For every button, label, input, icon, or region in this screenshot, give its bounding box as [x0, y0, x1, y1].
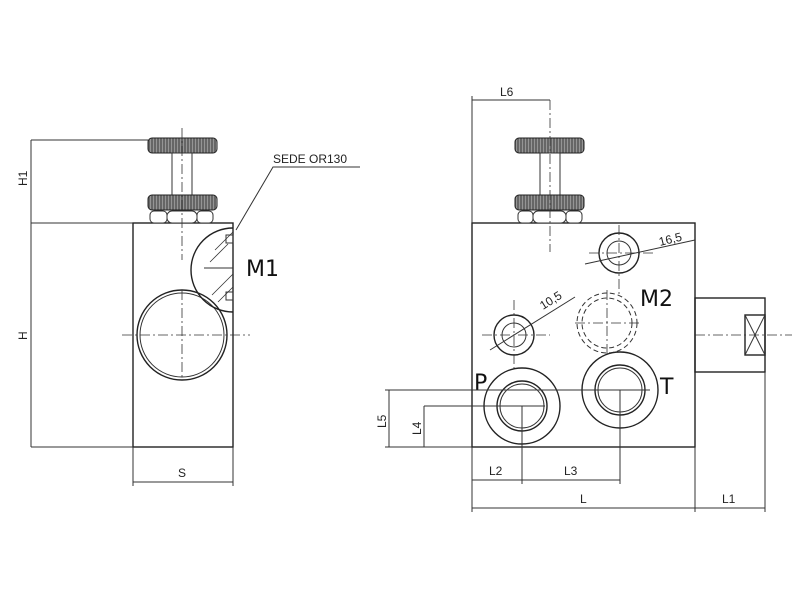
- dim-h: H: [16, 331, 30, 340]
- dim-l: L: [580, 492, 587, 506]
- dim-l6: L6: [500, 85, 514, 99]
- dim-l3: L3: [564, 464, 578, 478]
- dim-l5: L5: [375, 414, 389, 428]
- dim-l4: L4: [410, 421, 424, 435]
- p-label: P: [474, 371, 487, 396]
- seal-note: SEDE OR130: [273, 152, 347, 166]
- side-view: M1 SEDE OR130 H1 H S: [16, 128, 360, 486]
- t-label: T: [659, 375, 674, 400]
- dim-diameter-10-5: 10,5: [537, 288, 565, 312]
- m1-label: M1: [246, 257, 279, 282]
- dim-l2: L2: [489, 464, 503, 478]
- seal-leader: [235, 166, 360, 231]
- side-knob: [147, 137, 218, 224]
- m1-section: [190, 227, 234, 313]
- m2-label: M2: [640, 287, 673, 312]
- front-view: L6 16,5 10,5 M2 P T: [375, 85, 792, 512]
- dim-h1: H1: [16, 170, 30, 186]
- front-knob: [514, 137, 585, 224]
- dim-diameter-16-5: 16,5: [657, 230, 683, 249]
- dim-l1: L1: [722, 492, 736, 506]
- dim-s: S: [178, 466, 186, 480]
